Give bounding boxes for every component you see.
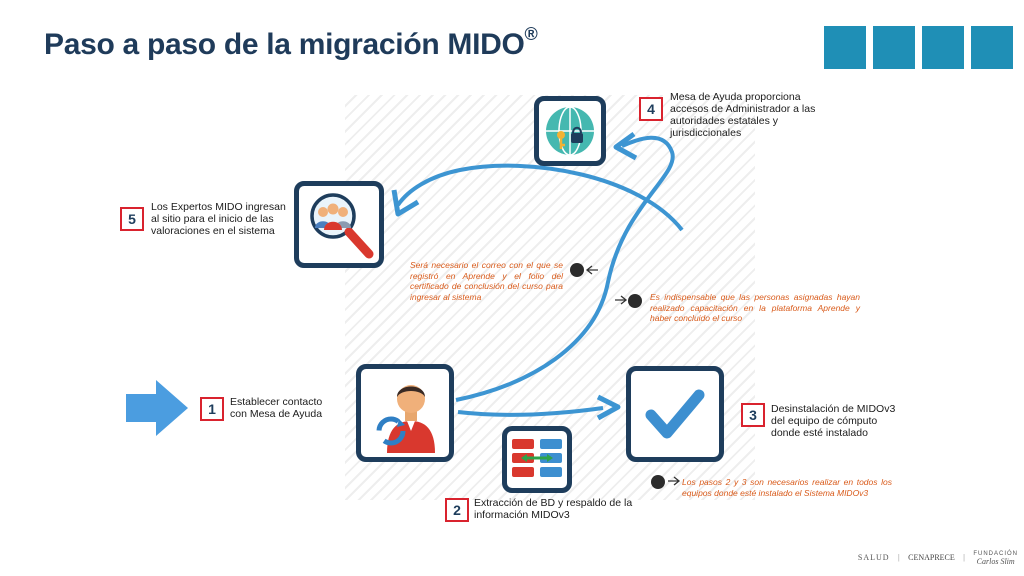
- salud-logo: SALUD: [857, 553, 890, 563]
- arrow-1-to-4: [455, 135, 675, 402]
- experts-search-icon: [310, 193, 374, 259]
- cenaprece-logo: CENAPRECE: [908, 553, 955, 563]
- note-dot: [651, 475, 665, 489]
- arrowhead-3-icon: [596, 394, 621, 421]
- note-dot: [570, 263, 584, 277]
- pointer-arrow-icon: [585, 265, 598, 275]
- pointer-arrow-icon: [615, 295, 628, 305]
- step4-tile: [534, 96, 606, 166]
- arrowhead-5-icon: [391, 189, 420, 217]
- step2-text: Extracción de BD y respaldo de la inform…: [474, 497, 633, 521]
- step1-tile: [356, 364, 454, 462]
- arrow-4-to-5: [396, 163, 684, 232]
- header-square-4: [971, 26, 1013, 69]
- note-correo: Será necesario el correo con el que se r…: [410, 260, 563, 302]
- step5-tile: [294, 181, 384, 268]
- note-pasos: Los pasos 2 y 3 son necesarios realizar …: [682, 477, 892, 498]
- entry-arrow-icon: [126, 380, 188, 436]
- step2-badge: 2: [445, 498, 469, 522]
- step4-text: Mesa de Ayuda proporciona accesos de Adm…: [670, 91, 816, 139]
- step1-badge: 1: [200, 397, 224, 421]
- arrowhead-4-icon: [613, 131, 638, 161]
- note-dot: [628, 294, 642, 308]
- step3-text: Desinstalación de MIDOv3 del equipo de c…: [771, 403, 896, 439]
- step4-badge: 4: [639, 97, 663, 121]
- title-text: Paso a paso de la migración MIDO: [44, 28, 525, 61]
- fundacion-label: FUNDACIÓN: [973, 551, 1018, 557]
- header-square-1: [824, 26, 866, 69]
- note-capacitacion: Es indispensable que las personas asigna…: [650, 292, 860, 323]
- arrow-1-to-3: [457, 406, 604, 417]
- pointer-arrow-icon: [668, 476, 681, 486]
- step3-tile: [626, 366, 724, 462]
- database-transfer-icon: [512, 439, 562, 477]
- fundacion-logo: FUNDACIÓN Carlos Slim: [973, 550, 1018, 566]
- footer-logos: SALUD | CENAPRECE | FUNDACIÓN Carlos Sli…: [857, 550, 1018, 566]
- header-square-2: [873, 26, 915, 69]
- step5-badge: 5: [120, 207, 144, 231]
- step1-text: Establecer contacto con Mesa de Ayuda: [230, 396, 323, 420]
- step3-badge: 3: [741, 403, 765, 427]
- step5-text: Los Expertos MIDO ingresan al sitio para…: [151, 201, 286, 237]
- carlos-slim-label: Carlos Slim: [976, 557, 1015, 566]
- step2-tile: [502, 426, 572, 493]
- checkmark-icon: [645, 389, 705, 439]
- registered-mark: ®: [524, 24, 538, 44]
- globe-access-icon: [546, 106, 594, 156]
- header-square-3: [922, 26, 964, 69]
- contact-person-icon: [376, 385, 435, 453]
- page-title: Paso a paso de la migración MIDO®: [44, 24, 538, 62]
